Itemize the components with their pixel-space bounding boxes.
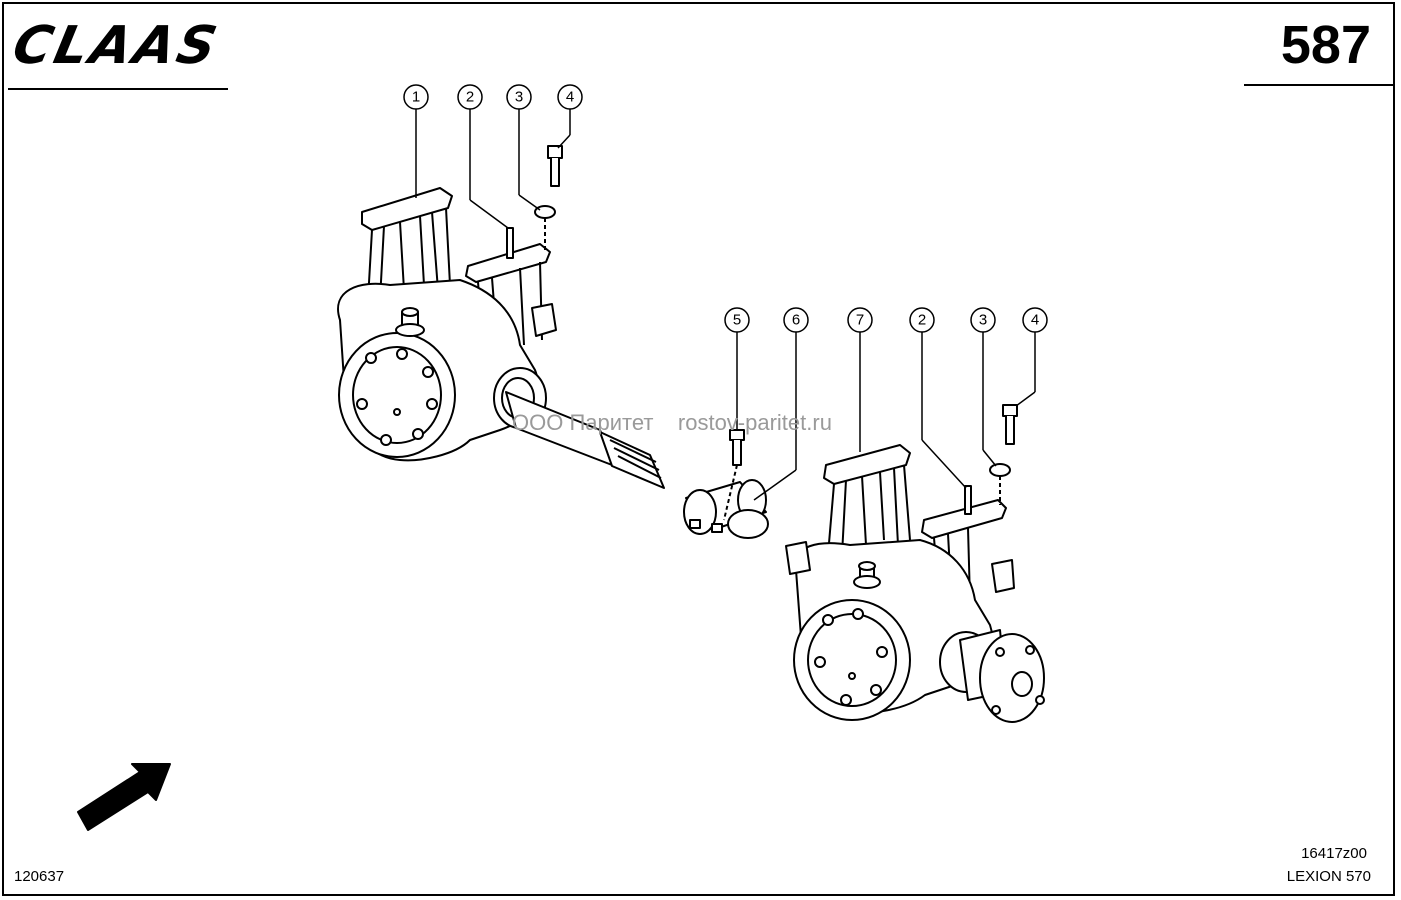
right-fasteners (964, 404, 1018, 515)
callout-2: 2 (457, 84, 483, 110)
page-number-underline (1244, 84, 1394, 86)
watermark: ООО Паритет rostov-paritet.ru (512, 410, 832, 436)
direction-arrow (77, 763, 171, 831)
callout-4-right: 4 (1022, 307, 1048, 333)
svg-text:2: 2 (466, 89, 474, 106)
svg-text:4: 4 (1031, 312, 1039, 329)
watermark-company: ООО Паритет (512, 410, 654, 435)
drawing-code: 16417z00 (1301, 845, 1367, 862)
document-id: 120637 (14, 868, 65, 885)
callout-7: 7 (847, 307, 873, 333)
coupling (683, 479, 769, 539)
svg-text:2: 2 (918, 312, 926, 329)
right-gearbox (785, 444, 1045, 723)
svg-text:6: 6 (792, 312, 800, 329)
svg-text:3: 3 (979, 312, 987, 329)
svg-text:5: 5 (733, 312, 741, 329)
logo-underline (8, 88, 228, 90)
callout-3-right: 3 (970, 307, 996, 333)
drive-shaft (505, 391, 665, 489)
svg-text:3: 3 (515, 89, 523, 106)
svg-text:1: 1 (412, 89, 420, 106)
callout-1: 1 (403, 84, 429, 110)
left-fasteners (506, 145, 563, 259)
callout-2-right: 2 (909, 307, 935, 333)
page-number: 587 (1280, 15, 1371, 75)
svg-text:4: 4 (566, 89, 574, 106)
callout-5: 5 (724, 307, 750, 333)
callout-3: 3 (506, 84, 532, 110)
callout-4: 4 (557, 84, 583, 110)
callout-6: 6 (783, 307, 809, 333)
callouts: 1 2 3 4 5 6 7 2 3 4 (403, 84, 1048, 333)
leader-lines (415, 109, 1036, 501)
model-name: LEXION 570 (1286, 868, 1371, 885)
left-gearbox (337, 187, 557, 462)
clamp-bolt (723, 429, 745, 521)
watermark-site: rostov-paritet.ru (677, 410, 832, 435)
svg-text:7: 7 (856, 312, 864, 329)
